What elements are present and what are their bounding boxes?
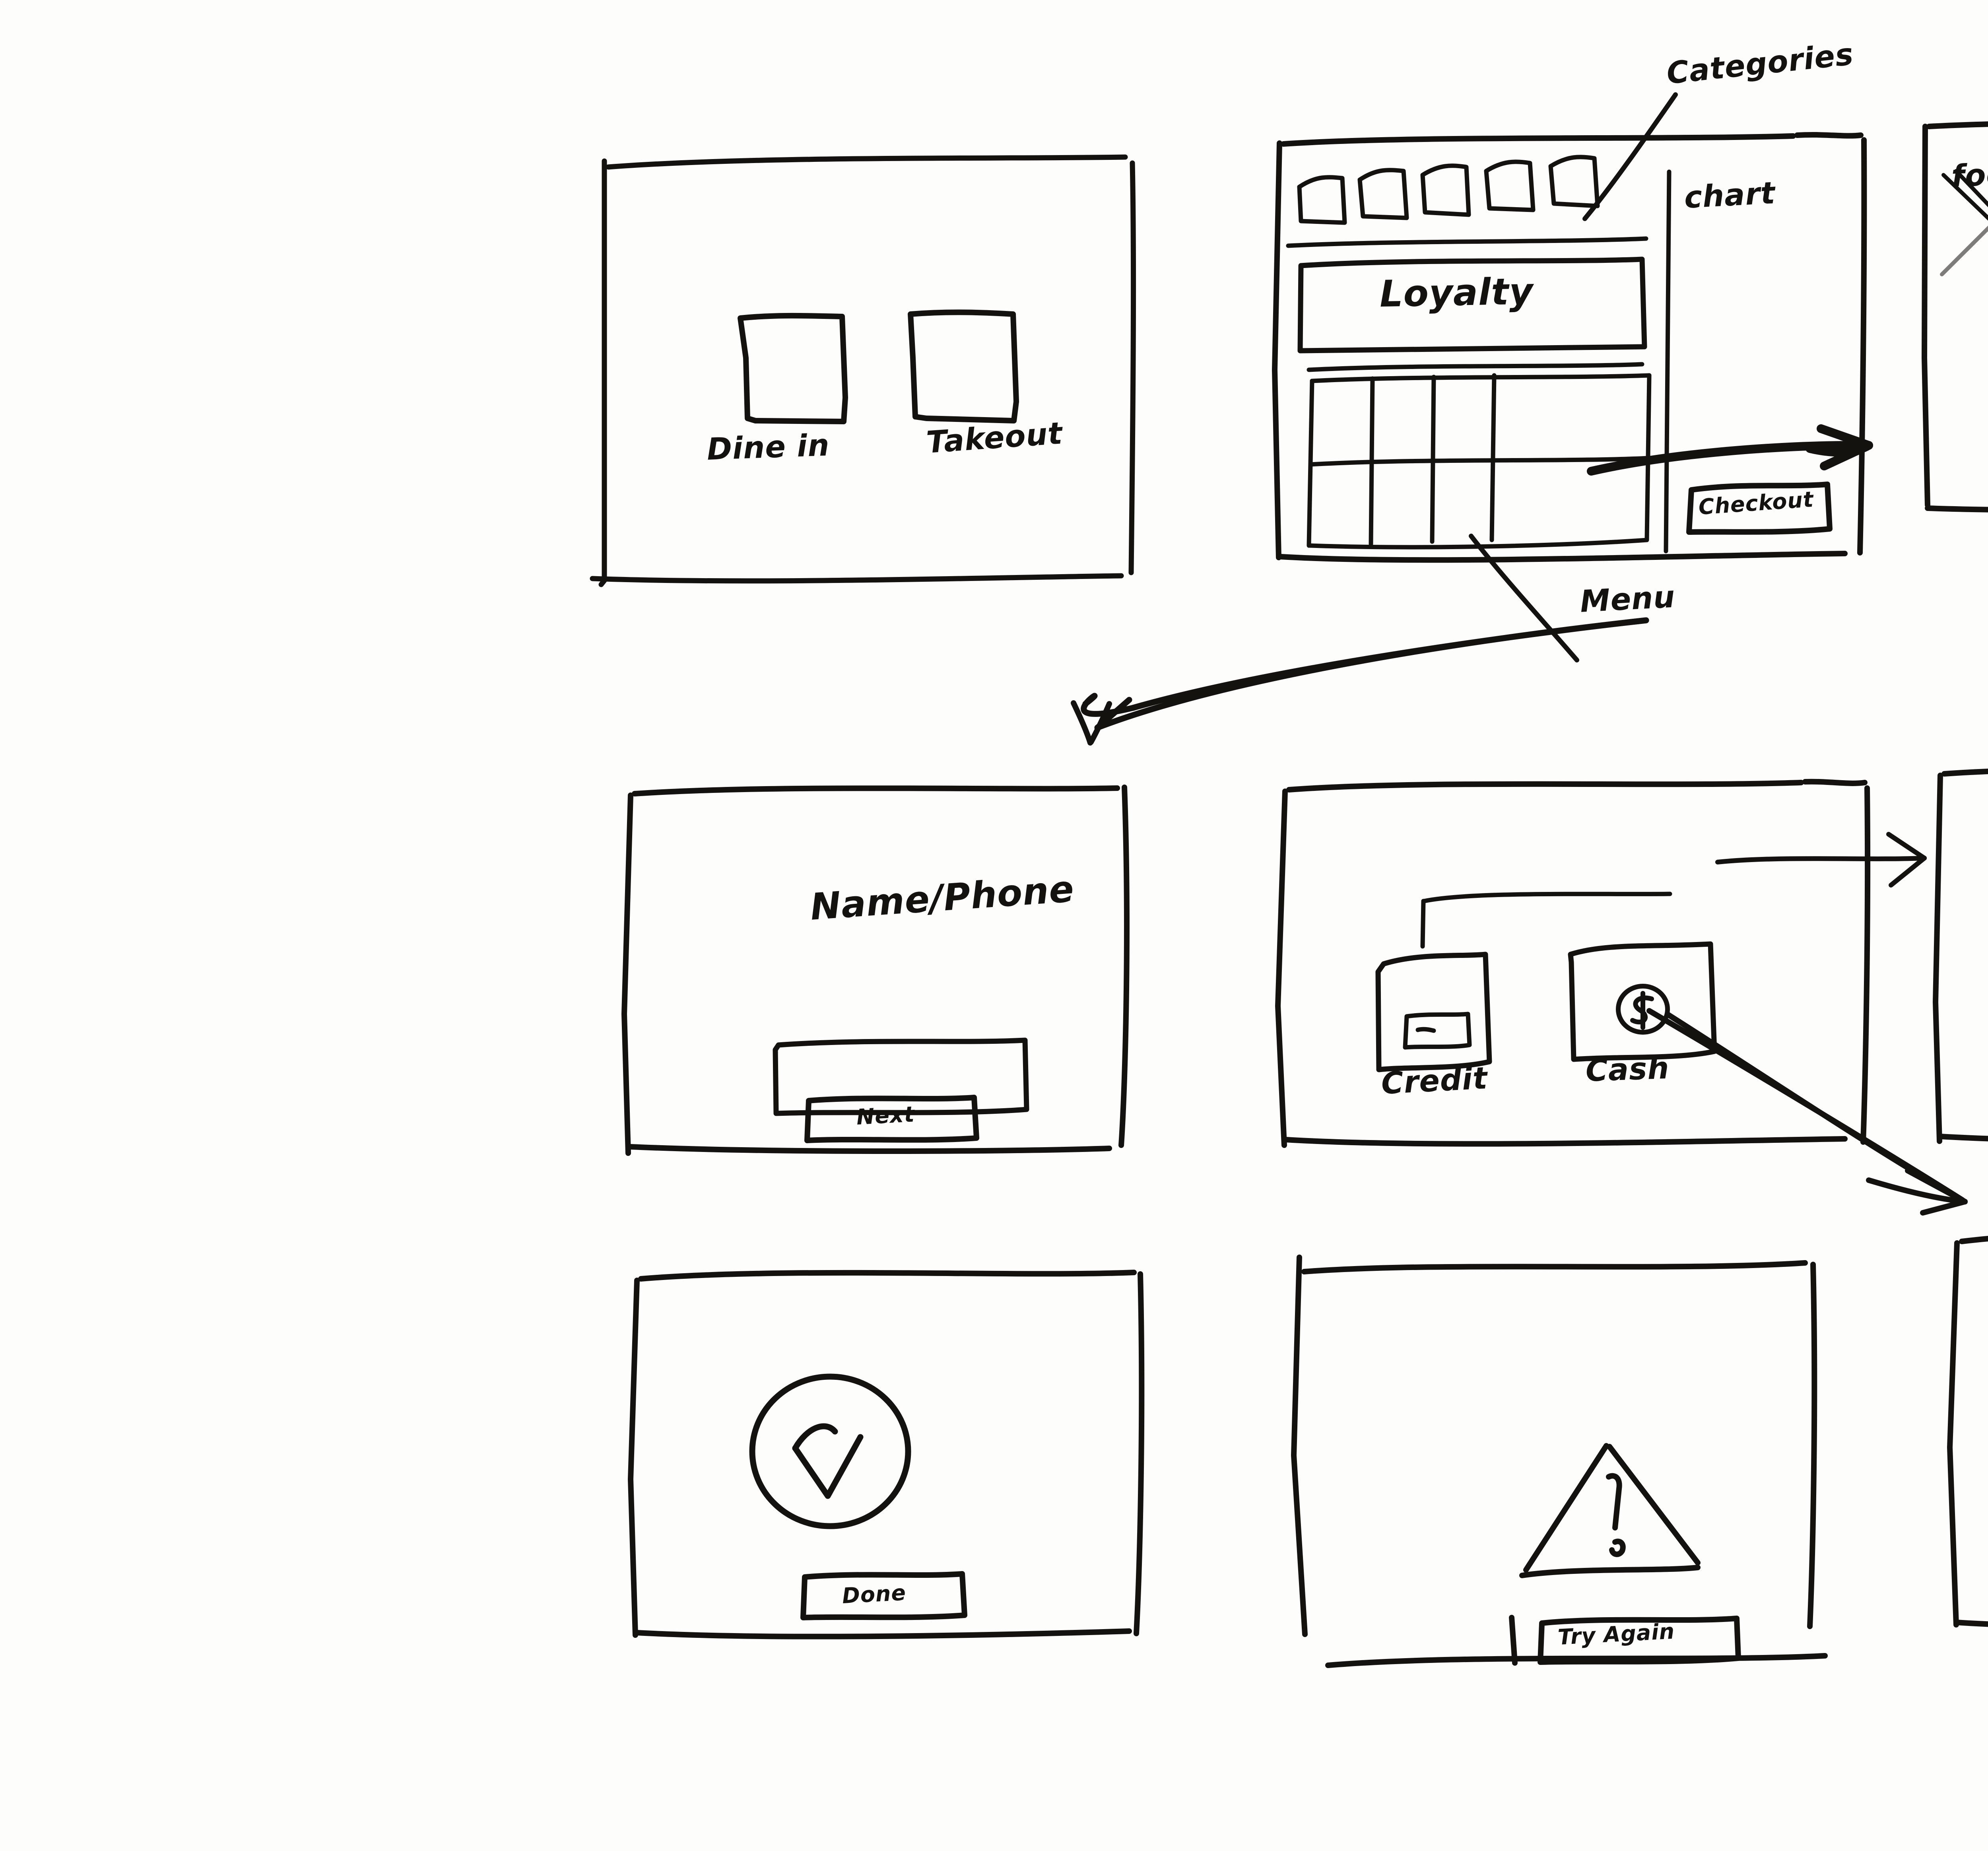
payment-connector-line <box>1420 892 1672 949</box>
credit-card-icon <box>1403 1012 1472 1050</box>
flow-arrow-cash-to-pay-up-front <box>1646 1008 1968 1216</box>
success-done-button[interactable] <box>800 1571 967 1620</box>
screen-frame-order-summary <box>1933 768 1988 1144</box>
annotation-leader-categories <box>1582 92 1678 221</box>
payment-credit-option[interactable] <box>1375 952 1492 1072</box>
flow-arrow-menu-to-item-detail <box>1587 424 1873 476</box>
screen-frame-order-type <box>590 154 1136 587</box>
screen-frame-success <box>628 1270 1145 1639</box>
check-circle-icon <box>749 1373 911 1529</box>
dollar-coin-icon <box>1616 984 1670 1035</box>
screen-frame-menu <box>1272 132 1867 563</box>
menu-divider <box>1307 362 1644 372</box>
order-type-option-boxes[interactable] <box>738 309 1019 424</box>
screen-frame-payment-method <box>1275 779 1871 1148</box>
menu-category-tabs[interactable] <box>1286 155 1648 248</box>
flow-arrow-payment-to-summary <box>1715 832 1927 888</box>
failure-try-again-button[interactable] <box>1509 1575 1741 1666</box>
screen-frame-failure <box>1291 1255 1828 1668</box>
flow-arrowhead-customer-info <box>1071 700 1112 746</box>
annotation-leader-menu <box>1469 534 1579 662</box>
customer-info-next-button[interactable] <box>804 1095 979 1143</box>
screen-frame-customer-info <box>621 785 1130 1156</box>
item-detail-image-placeholder <box>1940 169 1988 276</box>
warning-triangle-icon <box>1519 1443 1701 1578</box>
menu-checkout-button[interactable] <box>1686 482 1833 535</box>
flow-arrow-menu-to-customer-info <box>1081 617 1649 731</box>
customer-info-input[interactable] <box>773 1037 1029 1116</box>
menu-item-grid[interactable] <box>1307 373 1652 550</box>
screen-frame-pay-up-front <box>1947 1235 1988 1628</box>
menu-cart-divider <box>1664 169 1672 554</box>
menu-loyalty-banner[interactable] <box>1297 256 1647 353</box>
screen-frame-item-detail <box>1922 121 1988 513</box>
